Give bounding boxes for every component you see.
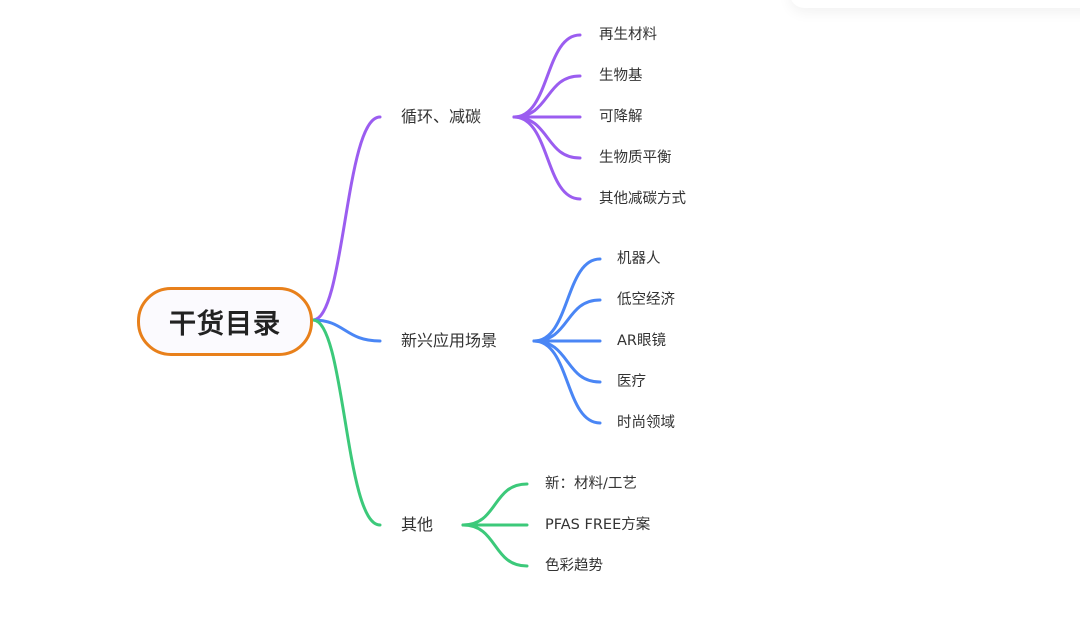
leaf-node[interactable]: 可降解 [599,109,643,125]
branch-node-other[interactable]: 其他 [401,515,434,534]
leaf-node[interactable]: 低空经济 [617,292,675,308]
leaf-node[interactable]: 时尚领域 [617,415,675,431]
leaf-node[interactable]: AR眼镜 [617,333,666,349]
connector-root-to-branch-1 [311,115,382,322]
branch-node-emerging-applications[interactable]: 新兴应用场景 [401,331,498,350]
leaf-node[interactable]: 生物质平衡 [599,150,672,166]
connector-root-to-branch-2 [311,318,382,343]
branch-node-recycling[interactable]: 循环、减碳 [401,107,482,126]
leaf-node[interactable]: 再生材料 [599,27,657,43]
root-label: 干货目录 [169,309,281,340]
leaf-node[interactable]: 色彩趋势 [545,558,603,574]
root-node[interactable]: 干货目录 [137,287,313,356]
connector-root-to-branch-3 [311,318,382,527]
toolbar-shadow [790,0,1080,8]
leaf-node[interactable]: 新：材料/工艺 [545,476,637,492]
leaf-node[interactable]: 医疗 [617,374,646,390]
branch-3-fan [461,482,529,568]
leaf-node[interactable]: 生物基 [599,68,643,84]
leaf-node[interactable]: PFAS FREE方案 [545,517,651,533]
branch-1-fan [512,33,582,201]
branch-2-fan [532,257,602,425]
leaf-node[interactable]: 机器人 [617,251,661,267]
leaf-node[interactable]: 其他减碳方式 [599,191,686,207]
